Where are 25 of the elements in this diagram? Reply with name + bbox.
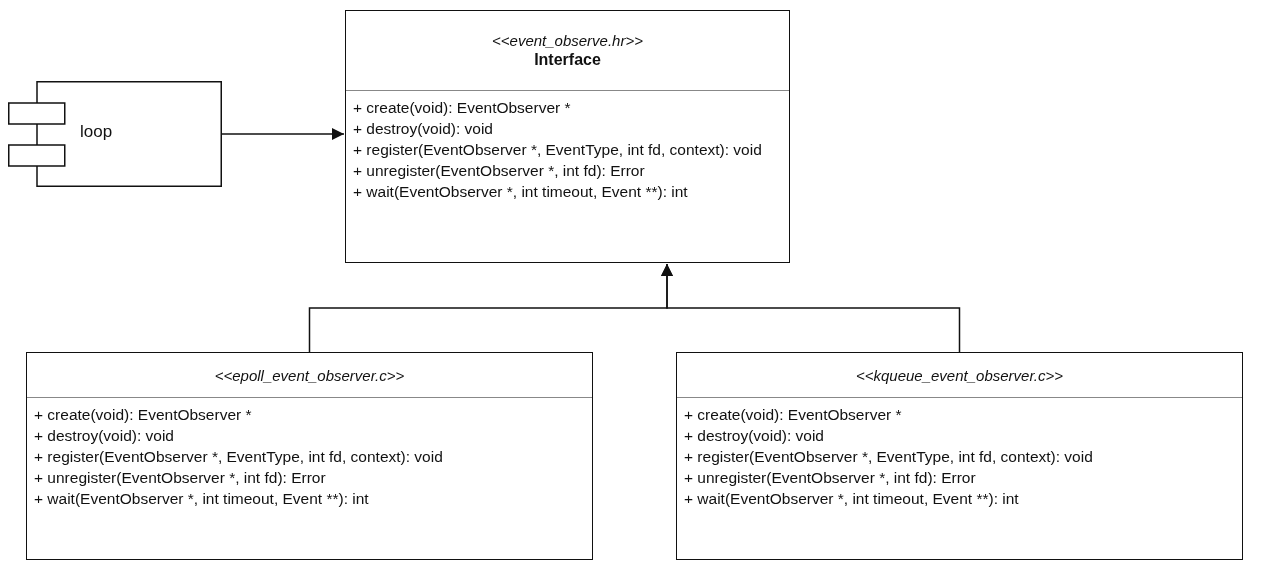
stereotype-label: <<kqueue_event_observer.c>> (855, 366, 1064, 384)
method-signature: + destroy(void): void (684, 426, 824, 446)
method-signature: + register(EventObserver *, EventType, int fd, context): void (684, 447, 1093, 467)
method-signature: + unregister(EventObserver *, int fd): Error (684, 468, 976, 488)
stereotype-label: <<event_observe.hr>> (492, 32, 643, 49)
method-signature: + wait(EventObserver *, int timeout, Event **): int (684, 489, 1019, 509)
class-box (676, 352, 1243, 560)
method-signature: + destroy(void): void (353, 119, 493, 139)
method-signature: + wait(EventObserver *, int timeout, Event **): int (353, 182, 688, 202)
class-box (26, 352, 593, 560)
class-name: Interface (534, 51, 601, 69)
method-signature: + unregister(EventObserver *, int fd): Error (353, 161, 645, 181)
method-signature: + create(void): EventObserver * (34, 405, 252, 425)
method-signature: + unregister(EventObserver *, int fd): Error (34, 468, 326, 488)
method-signature: + wait(EventObserver *, int timeout, Event **): int (34, 489, 369, 509)
method-signature: + destroy(void): void (34, 426, 174, 446)
arrow (661, 263, 961, 353)
class-box (345, 10, 790, 263)
method-signature: + create(void): EventObserver * (684, 405, 902, 425)
stereotype-label: <<epoll_event_observer.c>> (214, 366, 405, 384)
method-signature: + register(EventObserver *, EventType, int fd, context): void (34, 447, 443, 467)
method-signature: + create(void): EventObserver * (353, 98, 571, 118)
arrow (221, 128, 345, 140)
method-signature: + register(EventObserver *, EventType, int fd, context): void (353, 140, 762, 160)
component-label: loop (80, 122, 113, 142)
